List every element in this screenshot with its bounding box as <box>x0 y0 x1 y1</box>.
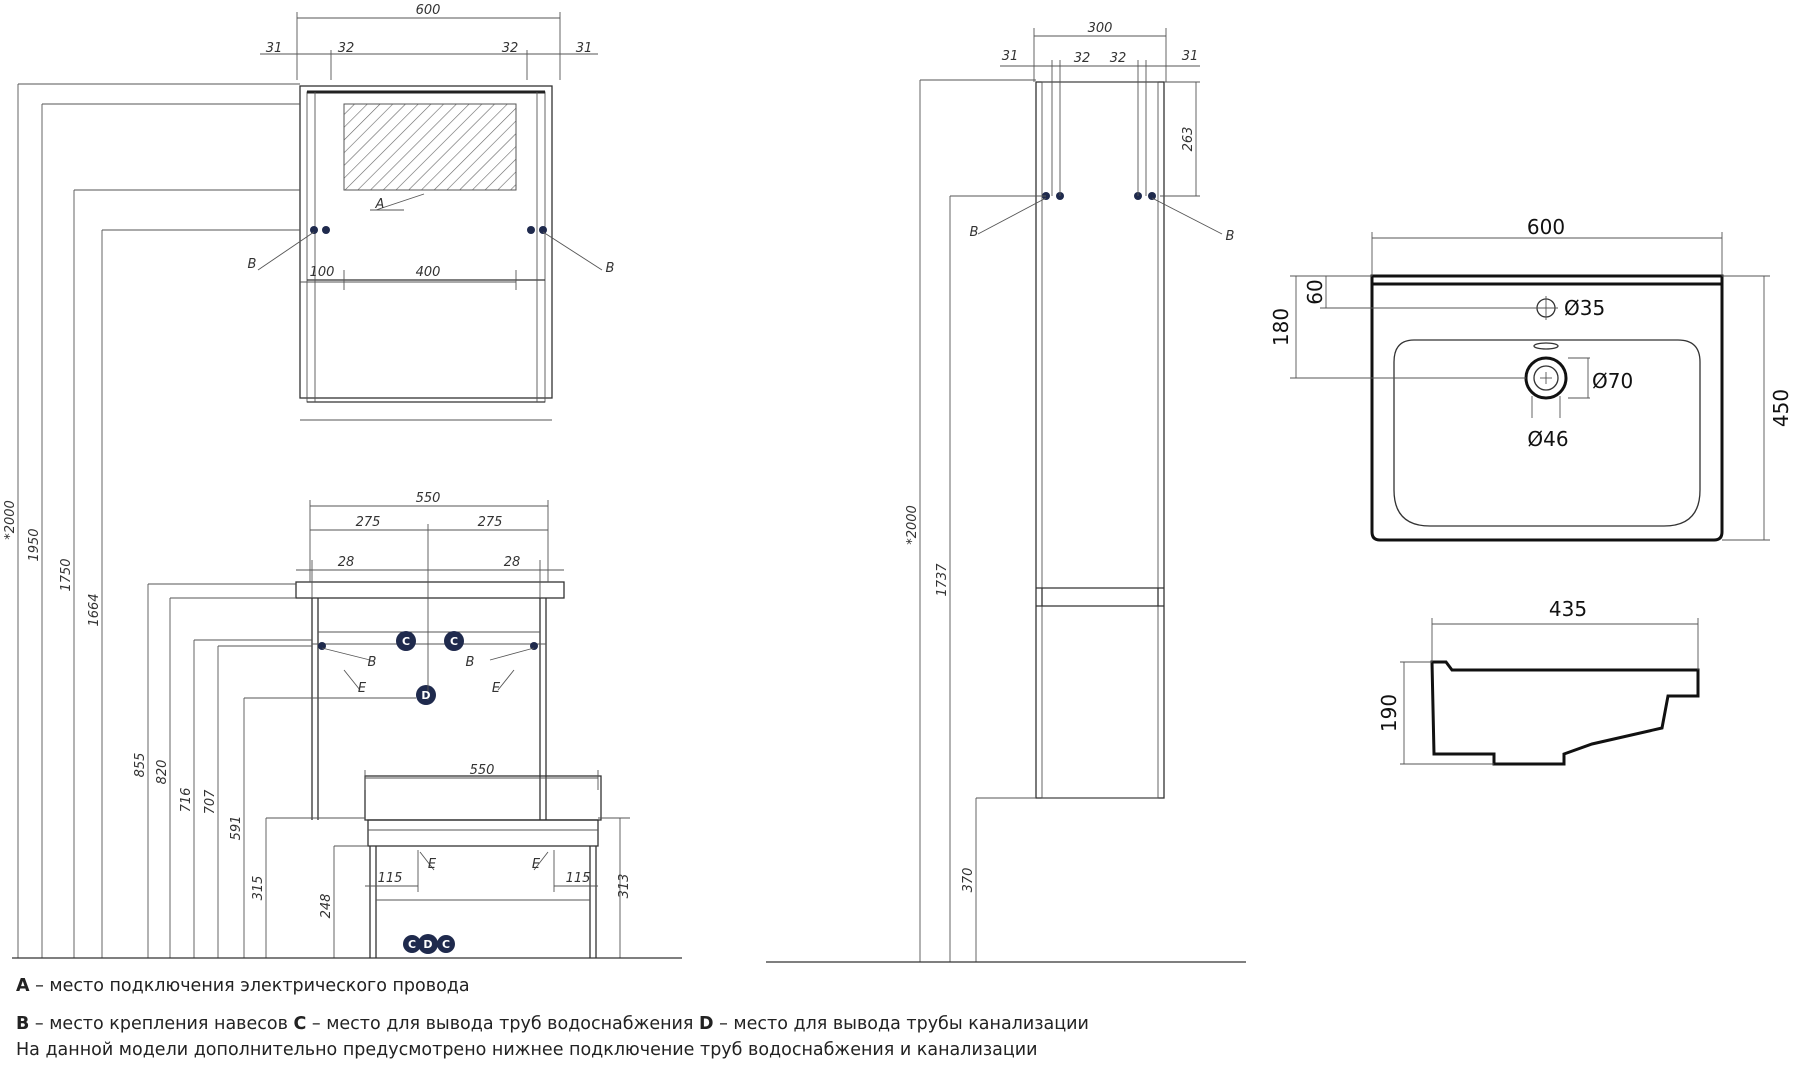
basin-180-label: 180 <box>1269 308 1293 346</box>
marker-c-left: C <box>402 635 410 648</box>
vanity-label-b-right: B <box>466 655 475 670</box>
mirror-offset-right-1: 32 <box>502 41 519 56</box>
height-313: 313 <box>617 874 632 899</box>
tall-top-offset: 263 <box>1181 127 1196 152</box>
marker-c-bottom-right: C <box>442 938 450 951</box>
legend-c-key: C <box>293 1014 307 1034</box>
tall-height-2000: *2000 <box>905 505 920 545</box>
basin-width-label: 600 <box>1527 215 1565 239</box>
legend-c-text: – место для вывода труб водоснабжения <box>306 1014 700 1034</box>
basin-60-label: 60 <box>1303 279 1327 304</box>
tall-label-b-right: B <box>1226 229 1235 244</box>
marker-c-right: C <box>450 635 458 648</box>
height-716: 716 <box>179 788 194 813</box>
basin-drain-inner-label: Ø46 <box>1527 427 1568 451</box>
vanity-inset-left: 28 <box>338 555 355 570</box>
tall-cabinet-view <box>766 28 1246 963</box>
basin-depth-label: 450 <box>1769 389 1793 427</box>
height-855: 855 <box>133 753 148 778</box>
basin-side-height-label: 190 <box>1377 694 1401 732</box>
legend-b-text: – место крепления навесов <box>29 1014 294 1034</box>
legend-a-text: – место подключения электрического прово… <box>29 976 470 996</box>
mirror-offset-left-2: 32 <box>338 41 355 56</box>
height-248: 248 <box>319 894 334 919</box>
basin-side-view <box>1400 618 1700 766</box>
tall-offset-right-1: 32 <box>1110 51 1127 66</box>
mirror-cabinet-view <box>17 12 603 958</box>
legend-line-bcd: B – место крепления навесов C – место дл… <box>16 1014 1089 1034</box>
height-707: 707 <box>203 789 218 815</box>
mirror-hinge-100: 100 <box>310 265 335 280</box>
vanity-label-e-right: E <box>492 681 501 696</box>
vanity-bottom-inset-left: 115 <box>378 871 403 886</box>
label-b-right: B <box>606 261 615 276</box>
legend-b-key: B <box>16 1014 30 1034</box>
vanity-label-e-left: E <box>358 681 367 696</box>
mirror-width-label: 600 <box>416 3 441 18</box>
height-2000-left: *2000 <box>3 500 18 540</box>
tall-height-370: 370 <box>961 868 976 893</box>
tall-height-1737: 1737 <box>935 563 950 597</box>
mirror-hinge-400: 400 <box>416 265 441 280</box>
vanity-bottom-width: 550 <box>470 763 495 778</box>
vanity-view <box>12 500 682 959</box>
electrical-zone-hatch <box>343 103 517 191</box>
vanity-width-label: 550 <box>416 491 441 506</box>
vanity-label-b-left: B <box>368 655 377 670</box>
height-820: 820 <box>155 760 170 785</box>
tall-offset-left-1: 31 <box>1002 49 1019 64</box>
vanity-half-right: 275 <box>478 515 503 530</box>
vanity-label-e-bottom-left: E <box>428 857 437 872</box>
label-b-left: B <box>248 257 257 272</box>
mirror-offset-left-1: 31 <box>266 41 283 56</box>
tall-label-b-left: B <box>970 225 979 240</box>
marker-d: D <box>421 689 430 702</box>
tall-width-label: 300 <box>1088 21 1113 36</box>
mirror-offset-right-2: 31 <box>576 41 593 56</box>
label-a: A <box>375 197 385 212</box>
tall-offset-right-2: 31 <box>1182 49 1199 64</box>
height-1950: 1950 <box>27 528 42 561</box>
basin-top-view <box>1290 232 1770 542</box>
marker-d-bottom: D <box>423 938 432 951</box>
vanity-bottom-inset-right: 115 <box>566 871 591 886</box>
basin-tap-hole-label: Ø35 <box>1564 296 1605 320</box>
basin-drain-outer-label: Ø70 <box>1592 369 1633 393</box>
vanity-half-left: 275 <box>356 515 381 530</box>
basin-side-width-label: 435 <box>1549 597 1587 621</box>
tall-offset-left-2: 32 <box>1074 51 1091 66</box>
height-1664: 1664 <box>87 593 102 626</box>
legend-d-text: – место для вывода трубы канализации <box>713 1014 1089 1034</box>
legend-note: На данной модели дополнительно предусмот… <box>16 1040 1038 1060</box>
height-315: 315 <box>251 876 266 901</box>
legend-a-key: A <box>16 976 30 996</box>
vanity-label-e-bottom-right: E <box>532 857 541 872</box>
legend-d-key: D <box>699 1014 714 1034</box>
marker-c-bottom-left: C <box>408 938 416 951</box>
legend-line-a: A – место подключения электрического про… <box>16 976 470 996</box>
height-591: 591 <box>229 816 244 841</box>
vanity-inset-right: 28 <box>504 555 521 570</box>
height-1750: 1750 <box>59 558 74 591</box>
